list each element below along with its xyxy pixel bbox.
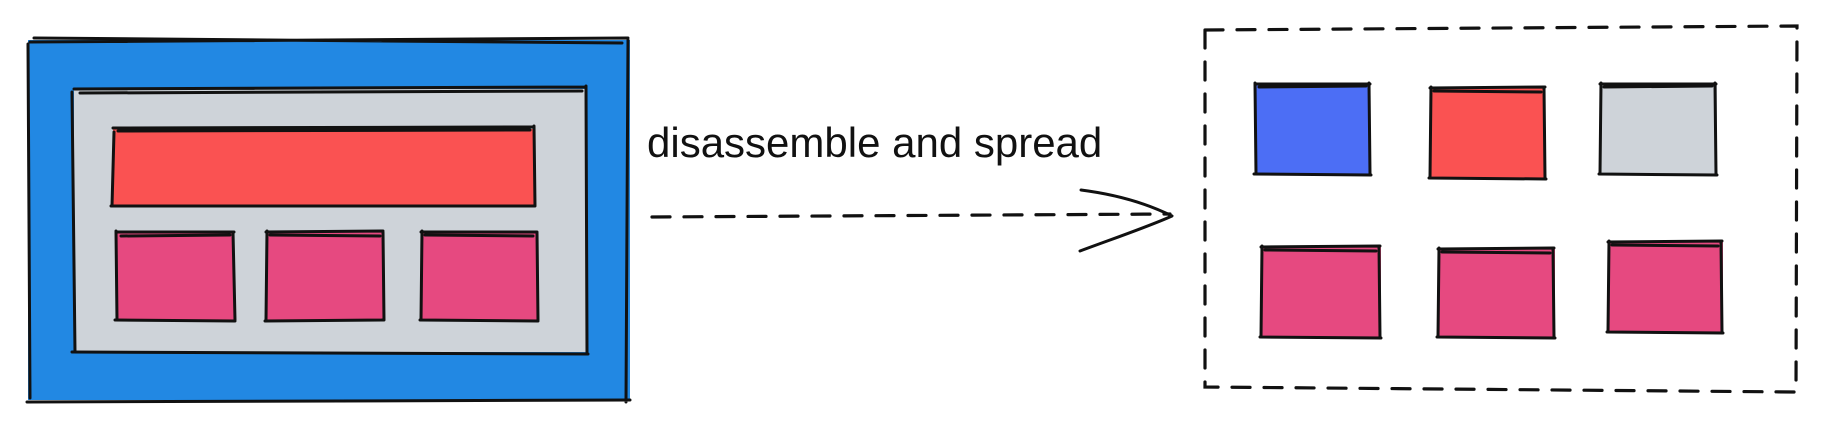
piece-small-box-3 <box>1608 242 1723 332</box>
small-box-3 <box>421 232 538 320</box>
header-bar <box>113 129 535 206</box>
piece-inner-container <box>1600 84 1717 174</box>
arrow-shaft <box>650 212 1172 219</box>
assembled-container-group <box>25 36 632 404</box>
caption-label: disassemble and spread <box>647 119 1102 166</box>
piece-outer-container <box>1255 84 1370 174</box>
disassembled-group <box>1203 24 1799 394</box>
piece-small-box-2 <box>1438 249 1555 337</box>
piece-header-bar <box>1430 88 1545 178</box>
spread-arrow <box>650 188 1174 253</box>
dashed-frame <box>1203 24 1799 394</box>
piece-small-box-1 <box>1261 247 1381 337</box>
small-box-1 <box>116 232 234 320</box>
arrowhead-icon <box>1078 188 1174 253</box>
small-box-2 <box>266 232 384 320</box>
